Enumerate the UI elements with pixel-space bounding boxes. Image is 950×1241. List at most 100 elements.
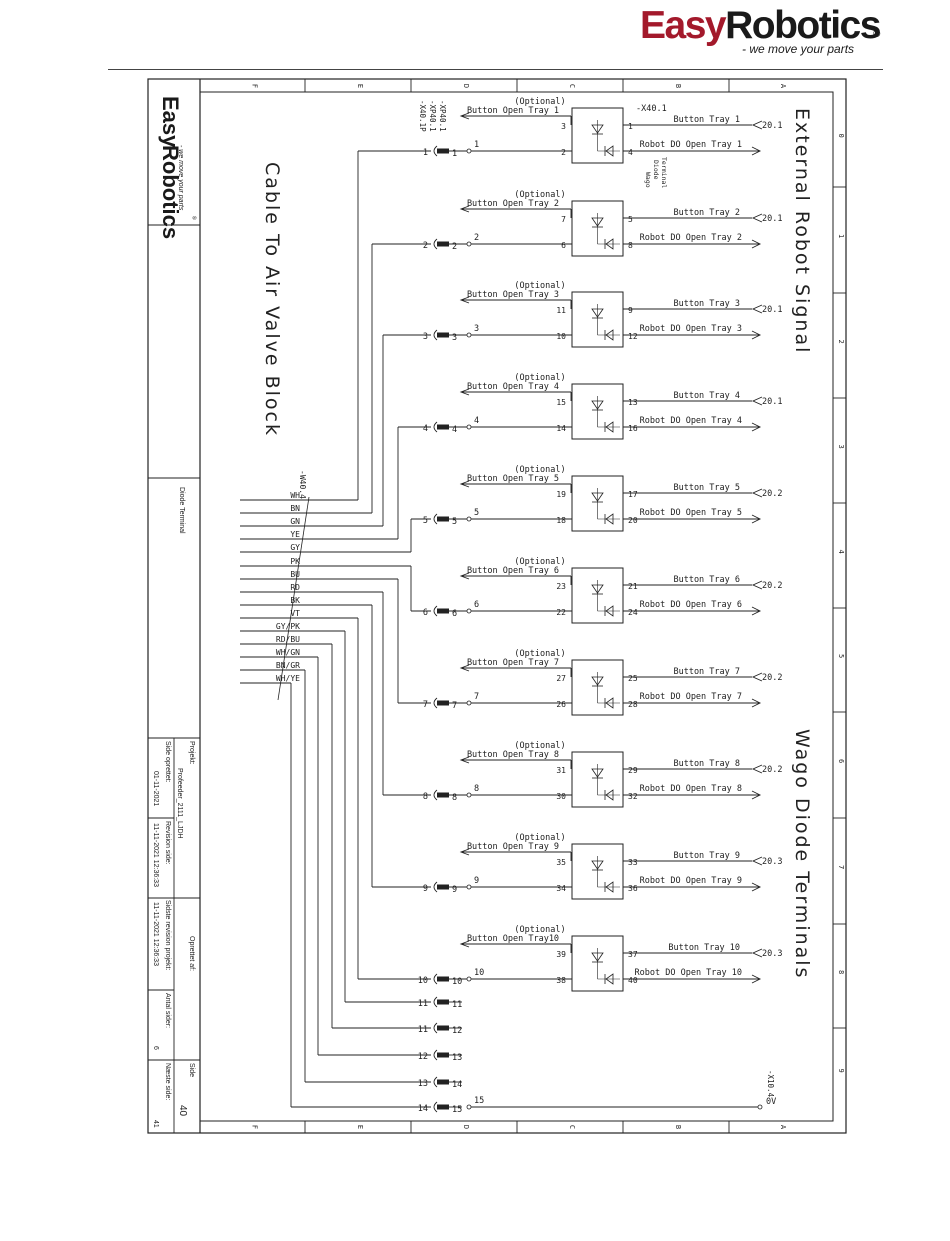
connector-number-right: 3 [452,333,457,343]
column-label-bottom: F [251,1125,259,1129]
socket-arc [433,996,438,1008]
pin-number: 18 [556,516,566,525]
cross-ref-label: 20.1 [762,397,782,407]
pin-number: 36 [628,884,638,893]
cross-ref-label: 20.3 [762,949,782,959]
wire-number: 6 [474,600,479,610]
plug-body [437,884,449,890]
wire-number: 7 [474,692,479,702]
tb-antal-label: Antal sider: [164,993,171,1028]
optional-label: (Optional) [514,373,565,383]
robot-do-label: Robot DO Open Tray 7 [640,692,742,702]
button-tray-label: Button Tray 9 [673,851,740,861]
column-label-top: B [674,84,682,88]
button-open-tray-label: Button Open Tray 8 [467,750,559,760]
cable-core-label: WH [290,491,300,500]
wire-number: 10 [474,968,484,978]
connector-number-left: 4 [423,424,428,434]
wago-terminals-label: Wago Diode Terminals [791,729,813,979]
tb-revision-label: Revision side: [164,821,171,865]
pin-number: 8 [628,241,633,250]
connector-number-right: 11 [452,1000,462,1010]
optional-label: (Optional) [514,649,565,659]
header-rule [108,69,883,70]
socket-arc [433,1076,438,1088]
pin-number: 16 [628,424,638,433]
row-label: 7 [837,865,845,869]
plug-body [437,148,449,154]
plug-body [437,1079,449,1085]
logo-registered-mark: ® [873,29,881,40]
robot-do-label: Robot DO Open Tray 4 [640,416,742,426]
tb-logo-reg: ® [190,216,197,220]
button-tray-label: Button Tray 4 [673,391,740,401]
robot-do-arrow [751,146,762,156]
tb-next-value: 41 [152,1120,159,1128]
plug-body [437,332,449,338]
cross-ref-arrow [751,672,763,682]
tb-side-value: 40 [177,1105,188,1117]
button-tray-label: Button Tray 5 [673,483,740,493]
socket-arc [433,605,438,617]
cable-core-label: RD/BU [276,635,300,644]
wago-note-label: Terminal [660,157,668,188]
cable-core-label: VT [290,609,300,618]
button-open-tray-label: Button Open Tray 2 [467,199,559,209]
tb-last-revision-value: 11-11-2021 12:36:33 [152,902,159,966]
connector-pin [466,424,472,430]
robot-do-arrow [751,698,762,708]
pin-number: 24 [628,608,638,617]
tb-next-label: Næste side: [164,1063,171,1100]
cable-core-label: BN [290,504,300,513]
connector-number-right: 14 [452,1080,462,1090]
cross-ref-arrow [751,580,763,590]
optional-label: (Optional) [514,741,565,751]
tb-created-value: 01-11-2021 [152,771,159,806]
button-open-tray-label: Button Open Tray10 [467,934,559,944]
socket-arc [433,238,438,250]
optional-label: (Optional) [514,465,565,475]
zero-v-label: 0V [766,1097,776,1107]
cable-core-label: PK [290,557,300,566]
pin-number: 29 [628,766,638,775]
xp-label: -XP40.1 [438,100,447,132]
button-open-tray-label: Button Open Tray 9 [467,842,559,852]
tb-antal-value: 6 [152,1046,159,1050]
connector-pin [466,884,472,890]
cross-ref-label: 20.1 [762,305,782,315]
pin-number: 9 [628,306,633,315]
button-tray-label: Button Tray 2 [673,208,740,218]
row-label: 4 [837,550,845,554]
button-open-tray-label: Button Open Tray 3 [467,290,559,300]
connector-pin [466,516,472,522]
socket-arc [433,1049,438,1061]
pin-number: 10 [556,332,566,341]
column-label-bottom: E [356,1125,364,1129]
robot-do-label: Robot DO Open Tray 10 [635,968,742,978]
socket-arc [433,1022,438,1034]
pin-number: 30 [556,792,566,801]
tb-logo-robotics: Robotics [158,145,183,239]
button-wire-arrow [459,940,470,948]
pin-number: 20 [628,516,638,525]
plug-body [437,999,449,1005]
column-label-top: F [251,84,259,88]
cable-core-label: BK [290,596,300,605]
pin-number: 14 [556,424,566,433]
cross-ref-arrow [751,948,763,958]
wire-number: 1 [474,140,479,150]
robot-do-label: Robot DO Open Tray 9 [640,876,742,886]
pin-number: 3 [561,122,566,131]
column-label-top: E [356,84,364,88]
pin-number: 12 [628,332,638,341]
robot-do-arrow [751,974,762,984]
cross-ref-label: 20.2 [762,489,782,499]
connector-number-right: 15 [452,1105,462,1115]
pin-number: 1 [628,122,633,131]
optional-label: (Optional) [514,97,565,107]
socket-arc [433,421,438,433]
cross-ref-arrow [751,120,763,130]
pin-number: 2 [561,148,566,157]
cross-ref-arrow [751,213,763,223]
